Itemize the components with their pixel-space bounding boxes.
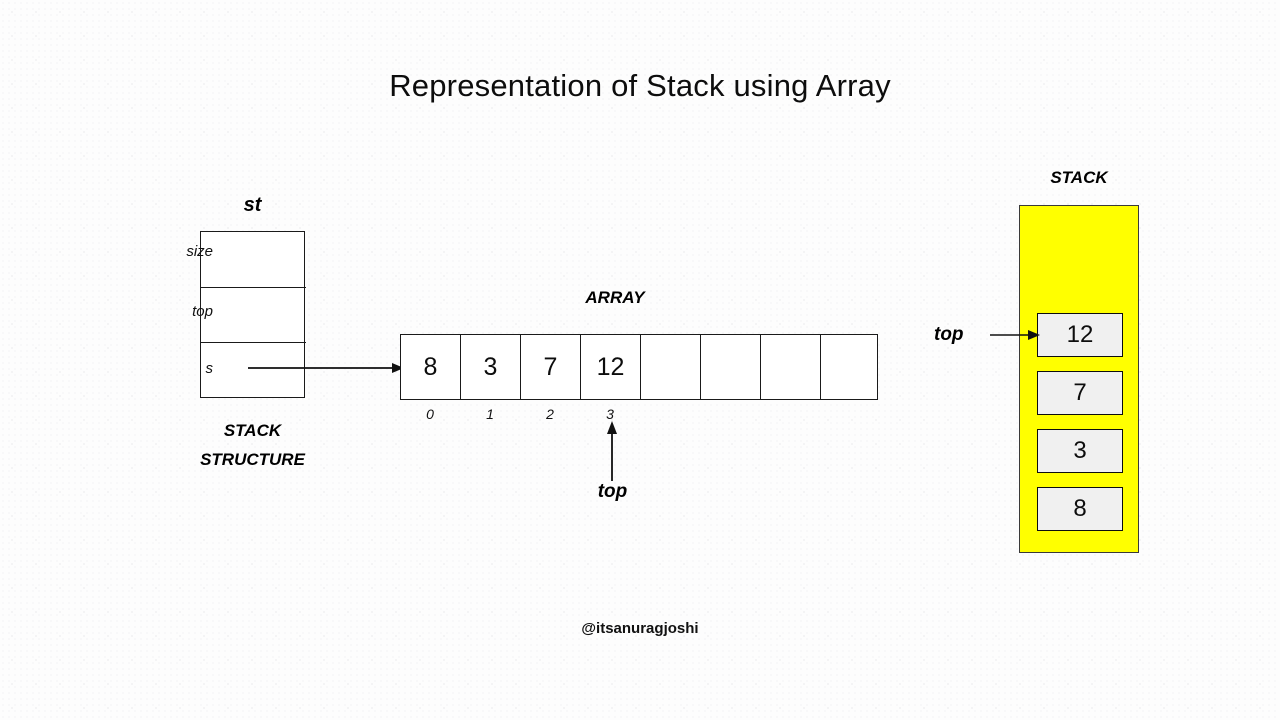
stack-structure-caption: STACK STRUCTURE — [165, 416, 340, 474]
struct-pointer-label: st — [243, 194, 262, 216]
array-top-pointer-arrow-icon — [607, 421, 617, 481]
array-cell: 7 — [521, 335, 581, 399]
struct-field-label-s: s — [205, 360, 214, 377]
stack-item: 3 — [1037, 429, 1123, 473]
watermark-text: @itsanuragjoshi — [581, 620, 699, 637]
array-box: 8 3 7 12 — [400, 334, 878, 400]
array-cell — [821, 335, 878, 399]
array-cell — [701, 335, 761, 399]
array-label: ARRAY — [585, 288, 645, 307]
array-index-label: 3 — [606, 406, 614, 422]
struct-cell-size — [201, 232, 306, 288]
array-top-pointer-label: top — [597, 481, 628, 502]
array-index-label: 0 — [426, 406, 434, 422]
stack-structure-caption-line1: STACK — [223, 421, 282, 440]
array-cell — [761, 335, 821, 399]
stack-container: 12 7 3 8 — [1019, 205, 1139, 553]
stack-structure-caption-line2: STRUCTURE — [200, 450, 305, 469]
stack-item: 8 — [1037, 487, 1123, 531]
array-cell: 8 — [401, 335, 461, 399]
array-cell: 12 — [581, 335, 641, 399]
stack-top-pointer-arrow-icon — [990, 330, 1040, 340]
struct-cell-top — [201, 288, 306, 344]
stack-structure-box — [200, 231, 306, 398]
pointer-arrow-icon — [248, 363, 404, 373]
struct-field-label-size: size — [186, 243, 213, 260]
stack-top-pointer-label: top — [934, 324, 964, 345]
struct-field-label-top: top — [192, 303, 213, 320]
page-title: Representation of Stack using Array — [389, 68, 891, 103]
stack-view-title: STACK — [1050, 168, 1108, 187]
array-index-label: 2 — [546, 406, 554, 422]
array-cell — [641, 335, 701, 399]
stack-item: 12 — [1037, 313, 1123, 357]
stack-item: 7 — [1037, 371, 1123, 415]
array-cell: 3 — [461, 335, 521, 399]
array-index-label: 1 — [486, 406, 494, 422]
